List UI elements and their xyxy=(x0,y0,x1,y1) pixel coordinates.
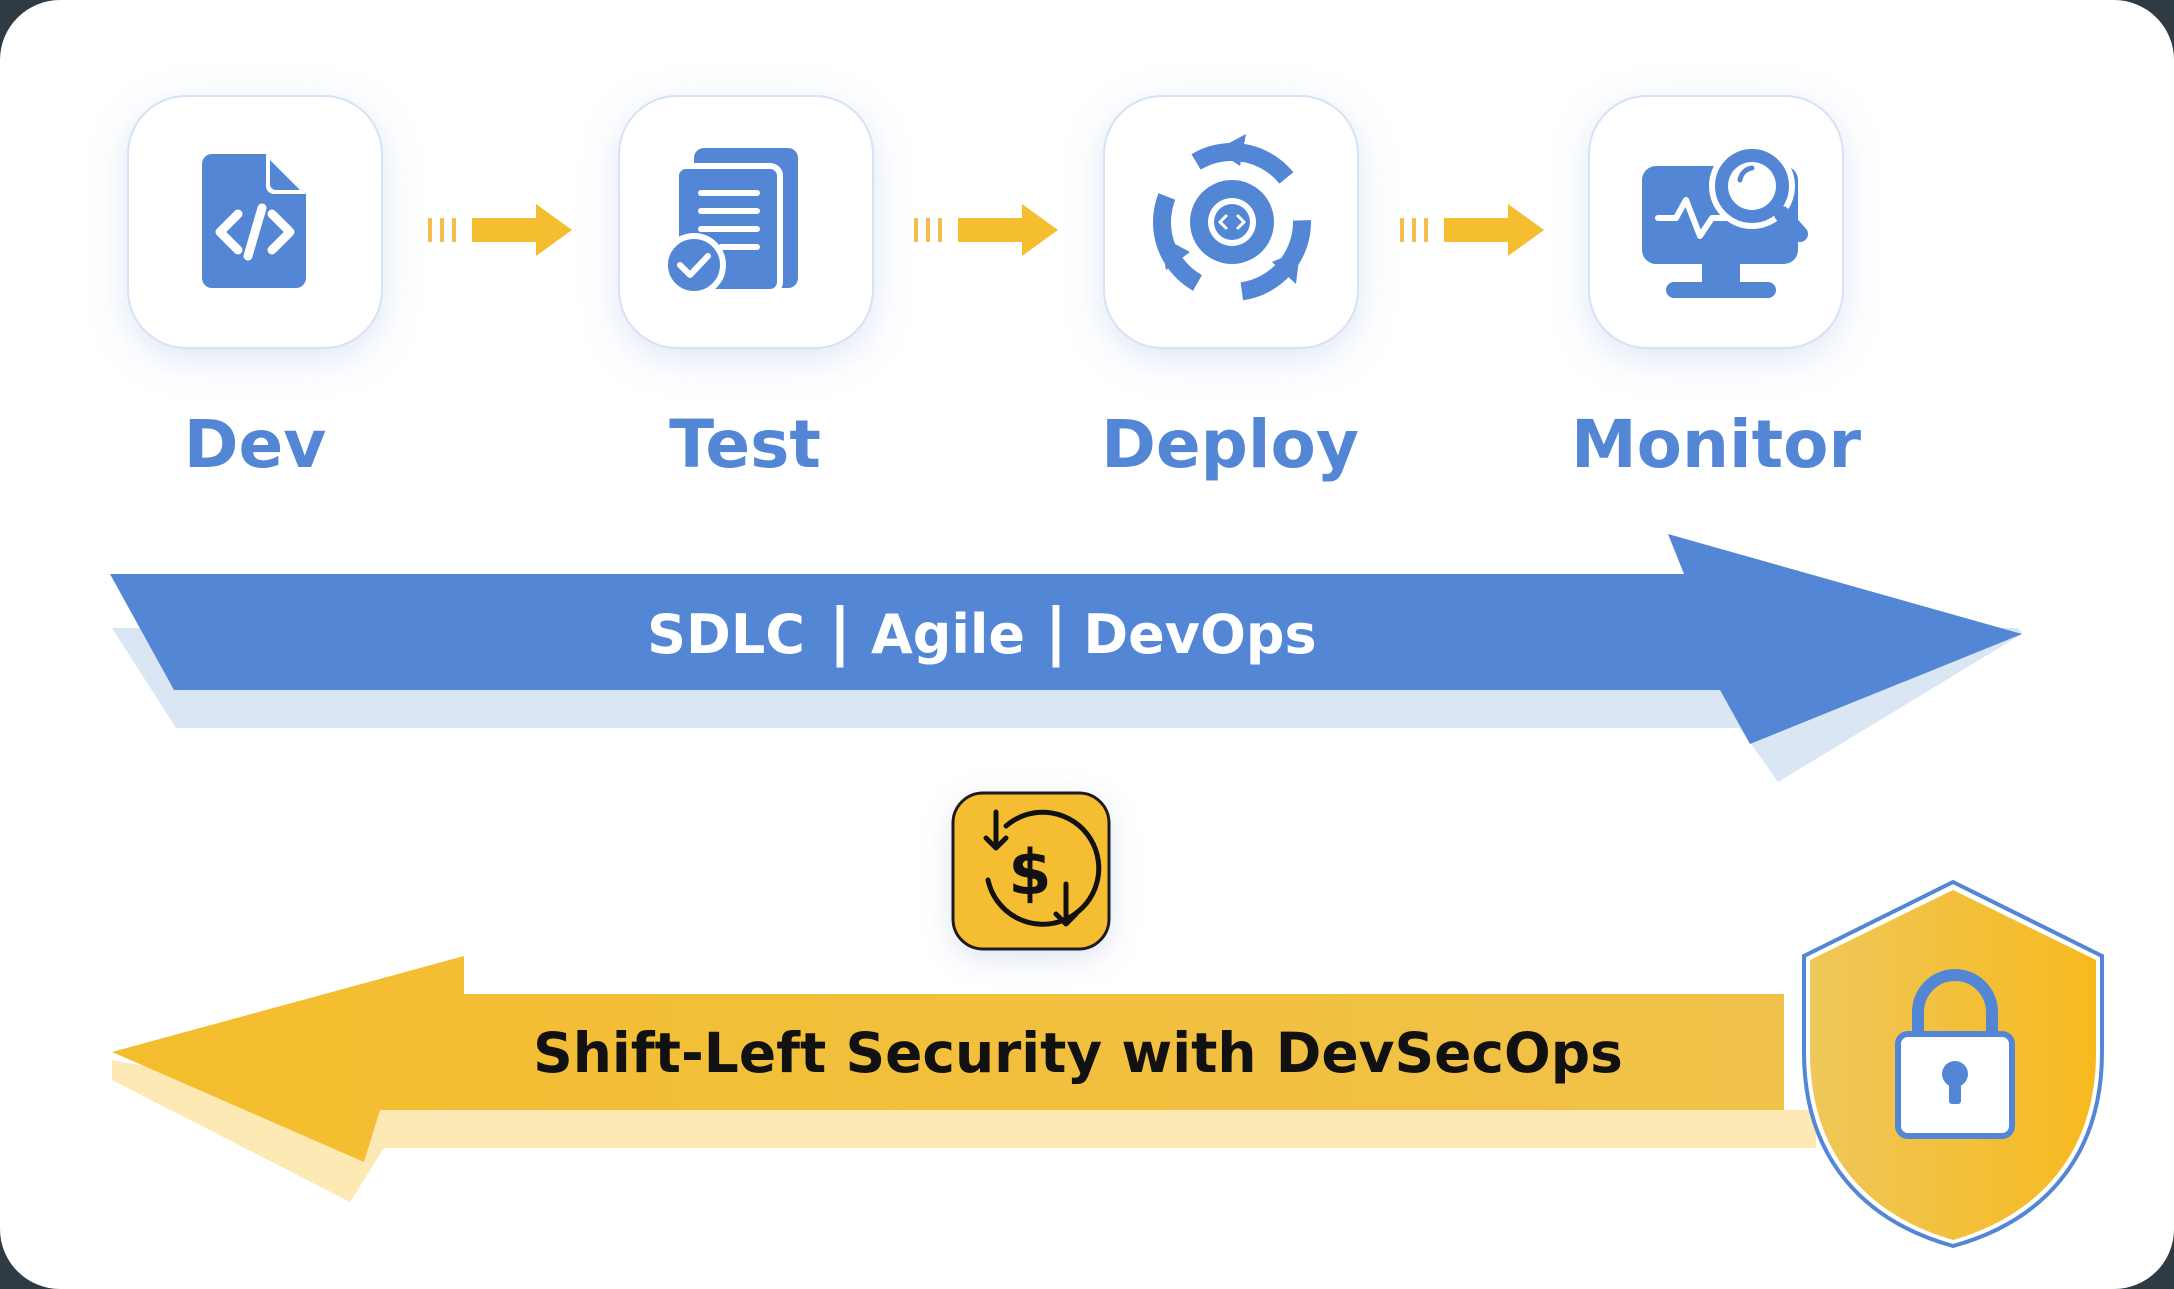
step-arrow xyxy=(428,204,572,256)
code-file-icon xyxy=(202,154,306,288)
banner-item-devops: DevOps xyxy=(1083,603,1316,666)
shift-banner-label: Shift-Left Security with DevSecOps xyxy=(533,1021,1623,1085)
banner-item-agile: Agile xyxy=(871,603,1025,666)
cost-dollar-cycle-icon: $ xyxy=(983,809,1102,927)
banner-separator: | xyxy=(829,595,852,669)
stage-label: Test xyxy=(669,406,821,483)
step-arrow xyxy=(914,204,1058,256)
stage-test: Test xyxy=(618,95,874,483)
dollar-sign: $ xyxy=(1008,836,1051,909)
shield-lock-icon xyxy=(1802,879,2104,1249)
stage-label: Dev xyxy=(184,406,327,483)
stage-dev: Dev xyxy=(127,95,383,483)
stage-label: Deploy xyxy=(1101,406,1359,483)
flow-banner: SDLC | Agile | DevOps xyxy=(110,534,2022,782)
banner-separator: | xyxy=(1045,595,1068,669)
stage-monitor: Monitor xyxy=(1571,95,1862,483)
stage-label: Monitor xyxy=(1571,406,1862,483)
stage-deploy: Deploy xyxy=(1101,95,1359,483)
test-documents-check-icon xyxy=(662,148,798,297)
shift-banner: Shift-Left Security with DevSecOps xyxy=(112,956,1816,1202)
monitor-search-icon xyxy=(1642,143,1808,298)
shift-banner-depth xyxy=(112,1060,1816,1202)
flow-banner-arrow xyxy=(110,534,2022,744)
shift-banner-arrow xyxy=(112,956,1784,1162)
banner-item-sdlc: SDLC xyxy=(647,603,805,666)
cost-badge: $ xyxy=(951,791,1111,951)
step-arrow xyxy=(1400,204,1544,256)
deploy-cycle-gear-icon xyxy=(1153,134,1311,301)
